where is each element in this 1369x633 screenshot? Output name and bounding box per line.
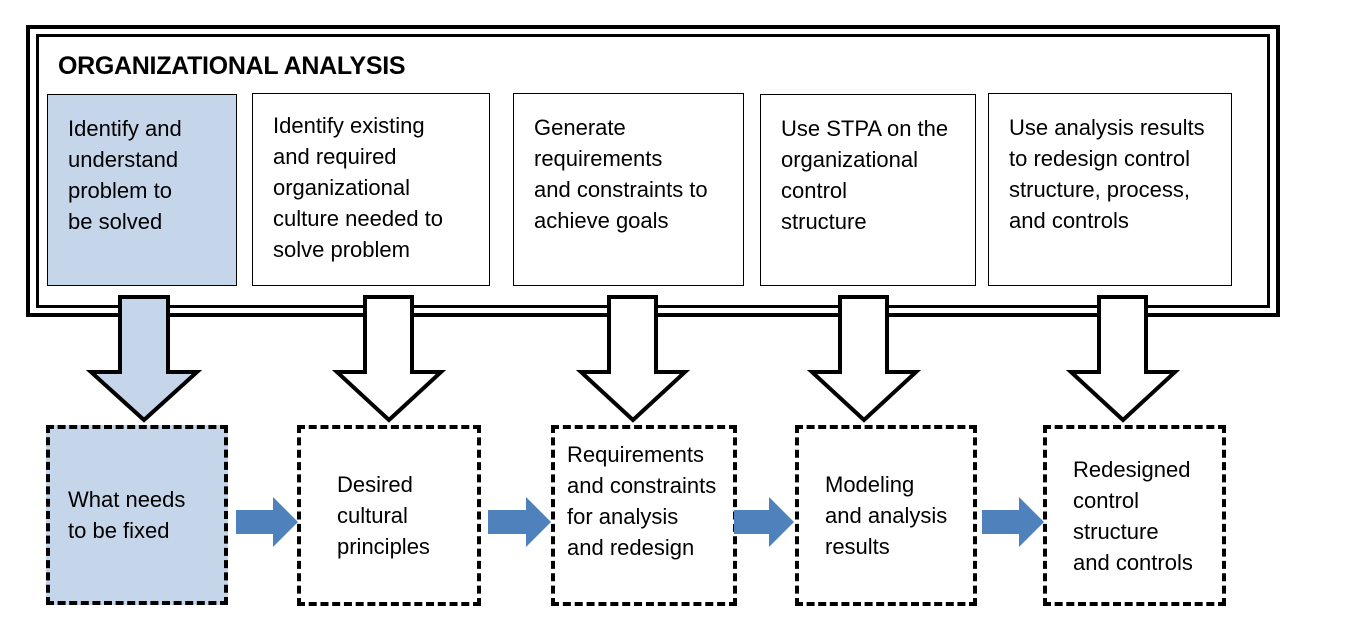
step-label: Use analysis results to redesign control… bbox=[1009, 115, 1205, 233]
step-label: Use STPA on the organizational control s… bbox=[781, 116, 949, 234]
flow-arrow-4 bbox=[982, 497, 1044, 547]
down-arrow-1 bbox=[85, 295, 203, 423]
step-redesign-controls: Use analysis results to redesign control… bbox=[988, 93, 1232, 286]
step-label: Generate requirements and constraints to… bbox=[534, 115, 708, 233]
output-modeling-results: Modeling and analysis results bbox=[795, 425, 977, 606]
down-arrow-2 bbox=[331, 295, 447, 423]
flow-arrow-2 bbox=[488, 497, 551, 547]
down-arrow-5 bbox=[1065, 295, 1181, 423]
output-redesigned-controls: Redesigned control structure and control… bbox=[1043, 425, 1226, 606]
output-label: Desired cultural principles bbox=[337, 472, 430, 559]
step-label: Identify existing and required organizat… bbox=[273, 113, 444, 262]
step-label: Identify and understand problem to be so… bbox=[68, 116, 182, 234]
output-label: What needs to be fixed bbox=[68, 487, 186, 543]
step-identify-culture: Identify existing and required organizat… bbox=[252, 93, 490, 286]
output-label: Redesigned control structure and control… bbox=[1073, 456, 1193, 575]
step-generate-requirements: Generate requirements and constraints to… bbox=[513, 93, 744, 286]
flow-arrow-1 bbox=[236, 497, 298, 547]
output-label: Modeling and analysis results bbox=[825, 472, 948, 559]
output-what-needs-fixing: What needs to be fixed bbox=[46, 425, 228, 605]
output-cultural-principles: Desired cultural principles bbox=[297, 425, 481, 606]
down-arrow-3 bbox=[575, 295, 691, 423]
diagram-title: ORGANIZATIONAL ANALYSIS bbox=[58, 52, 406, 80]
flow-arrow-3 bbox=[734, 497, 794, 547]
step-identify-problem: Identify and understand problem to be so… bbox=[47, 94, 237, 286]
step-use-stpa: Use STPA on the organizational control s… bbox=[760, 94, 976, 286]
output-label: Requirements and constraints for analysi… bbox=[567, 442, 717, 560]
down-arrow-4 bbox=[806, 295, 922, 423]
